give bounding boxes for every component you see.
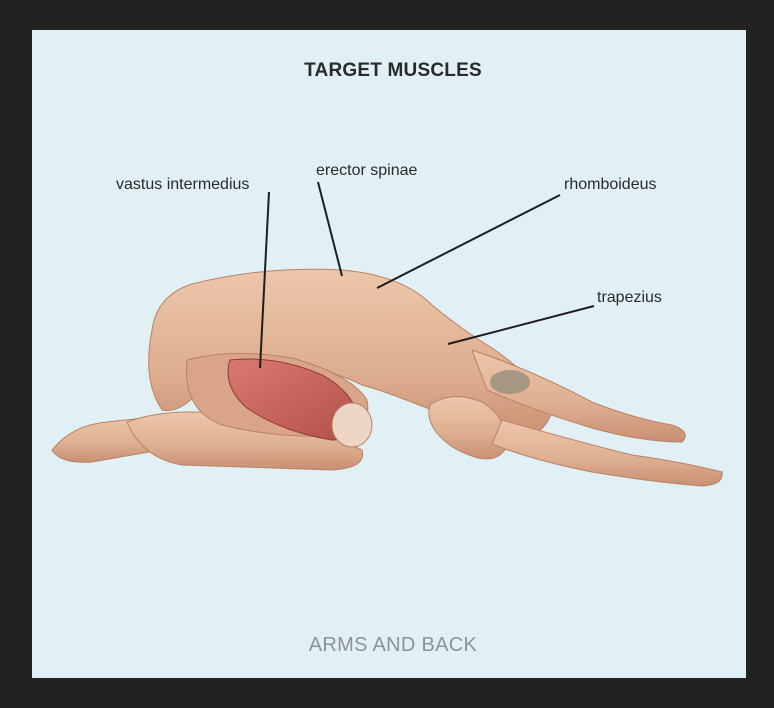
label-trapezius: trapezius bbox=[597, 289, 662, 306]
knee-shape bbox=[331, 402, 373, 448]
upper-arm-shape bbox=[471, 349, 686, 443]
leader-line-rhomboideus bbox=[376, 194, 561, 289]
head-shape bbox=[428, 396, 507, 460]
label-rhomboideus: rhomboideus bbox=[564, 176, 657, 193]
leader-line-trapezius bbox=[447, 305, 595, 345]
lower-arm-shape bbox=[491, 419, 723, 487]
diagram-panel: TARGET MUSCLES bbox=[32, 30, 746, 678]
label-erector-spinae: erector spinae bbox=[316, 162, 418, 179]
diagram-title: TARGET MUSCLES bbox=[304, 60, 482, 81]
figure-illustration bbox=[51, 181, 723, 487]
leader-line-vastus bbox=[259, 191, 270, 369]
shoulder-shading-shape bbox=[490, 370, 530, 394]
label-vastus-intermedius: vastus intermedius bbox=[116, 176, 250, 193]
leader-line-erector bbox=[317, 181, 343, 277]
diagram-footer: ARMS AND BACK bbox=[308, 634, 478, 656]
